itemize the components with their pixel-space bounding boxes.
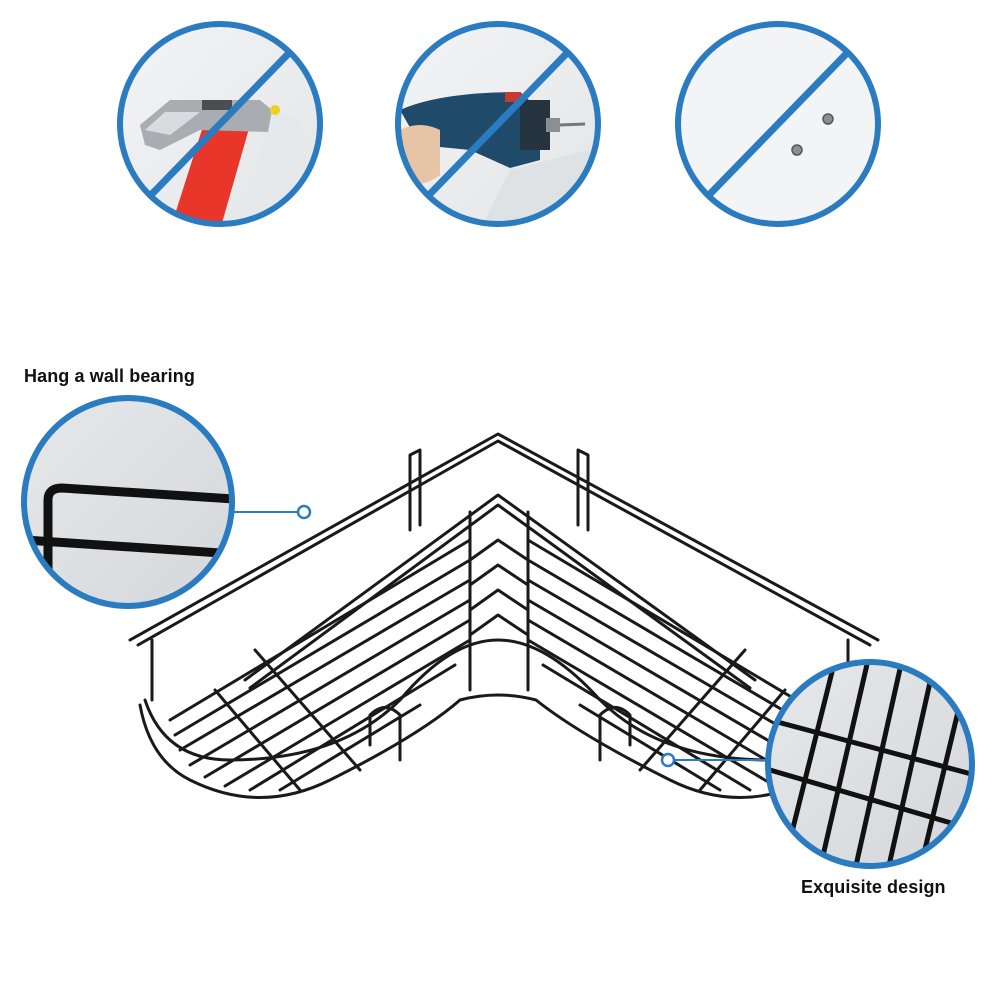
exquisite-design-label: Exquisite design — [801, 877, 946, 897]
wall-bearing-label: Hang a wall bearing — [24, 366, 195, 386]
hammer-icon — [117, 21, 323, 227]
exquisite-design-zoom-callout — [660, 659, 975, 869]
screw-holes-icon — [675, 21, 881, 227]
wire-rack-icon — [128, 432, 880, 799]
wall-bearing-zoom-callout — [21, 395, 312, 609]
drill-icon — [395, 21, 601, 227]
